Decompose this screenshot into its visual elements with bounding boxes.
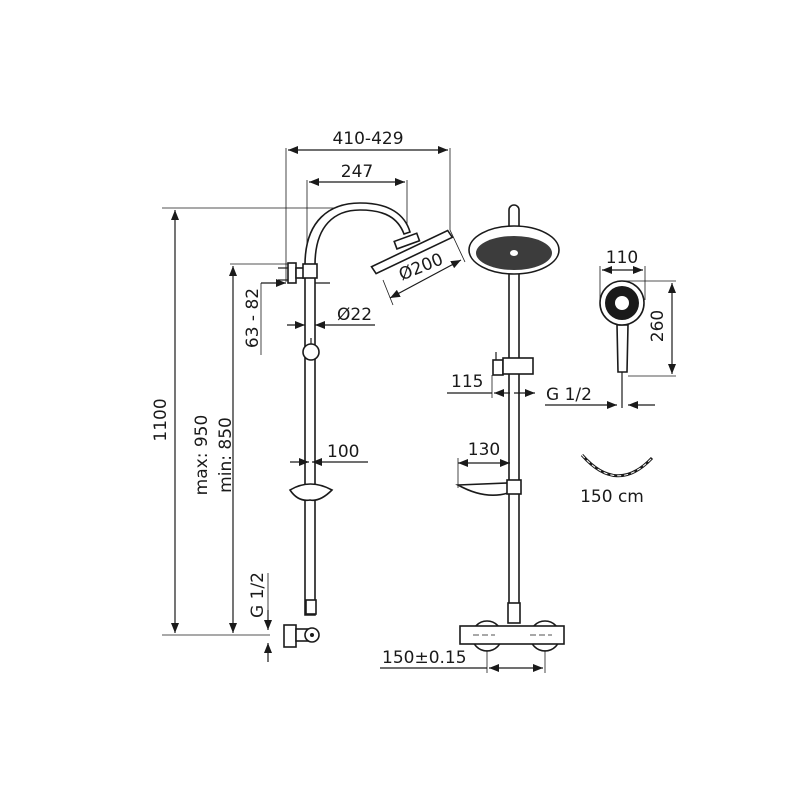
mixer-side-fitting	[283, 599, 320, 648]
label-260: 260	[648, 310, 668, 342]
hand-shower-detail: 110 260 G 1/2	[545, 248, 676, 409]
label-115: 115	[451, 372, 483, 392]
label-247: 247	[341, 162, 373, 182]
soap-dish-side	[288, 483, 334, 502]
dimension-holder-width: 115	[447, 372, 535, 398]
dimension-arm-reach: 410-429	[285, 129, 451, 282]
dimension-soap-dish-right: 130	[457, 440, 510, 488]
label-max: max: 950	[192, 415, 212, 496]
dimension-total-height: 1100	[151, 207, 362, 636]
label-410-429: 410-429	[332, 129, 403, 149]
label-g12-left: G 1/2	[248, 572, 268, 618]
label-d22: Ø22	[337, 305, 372, 325]
wall-bracket	[278, 262, 318, 284]
dimension-hand-height: 260	[622, 280, 676, 377]
dimension-inlet-spacing: 150±0.15	[380, 648, 546, 673]
shower-hose: 150 cm	[580, 454, 654, 507]
riser-pipe	[304, 202, 411, 616]
label-63-82: 63 - 82	[243, 288, 263, 348]
label-100: 100	[327, 442, 359, 462]
label-g12-right: G 1/2	[546, 385, 592, 405]
dimension-pipe-diameter: Ø22	[287, 305, 375, 329]
dimension-wall-offset: 63 - 82	[243, 279, 330, 355]
front-view: 115 130 150±0.15	[380, 204, 565, 673]
dimension-hand-width: 110	[599, 248, 646, 300]
dimension-soap-dish-left: 100	[290, 442, 368, 466]
label-150-015: 150±0.15	[382, 648, 467, 668]
overhead-shower-front	[468, 225, 560, 275]
label-min: min: 850	[216, 417, 236, 493]
hand-shower-holder	[492, 352, 534, 376]
thermostatic-mixer	[459, 602, 565, 652]
dimension-hand-thread: G 1/2	[545, 385, 655, 409]
label-150cm: 150 cm	[580, 487, 644, 507]
hand-shower-handle	[616, 324, 629, 373]
soap-dish-clip	[506, 479, 522, 495]
side-view: 1100 max: 950 min: 850 63 - 82 410-429 2…	[151, 129, 466, 662]
label-130: 130	[468, 440, 500, 460]
label-110: 110	[606, 248, 638, 268]
soap-dish-front	[455, 482, 509, 496]
dimension-mixer-height: max: 950 min: 850	[192, 263, 290, 633]
dimension-inlet-left: G 1/2	[248, 572, 272, 662]
diverter-knob	[302, 343, 320, 361]
label-1100: 1100	[151, 398, 171, 441]
